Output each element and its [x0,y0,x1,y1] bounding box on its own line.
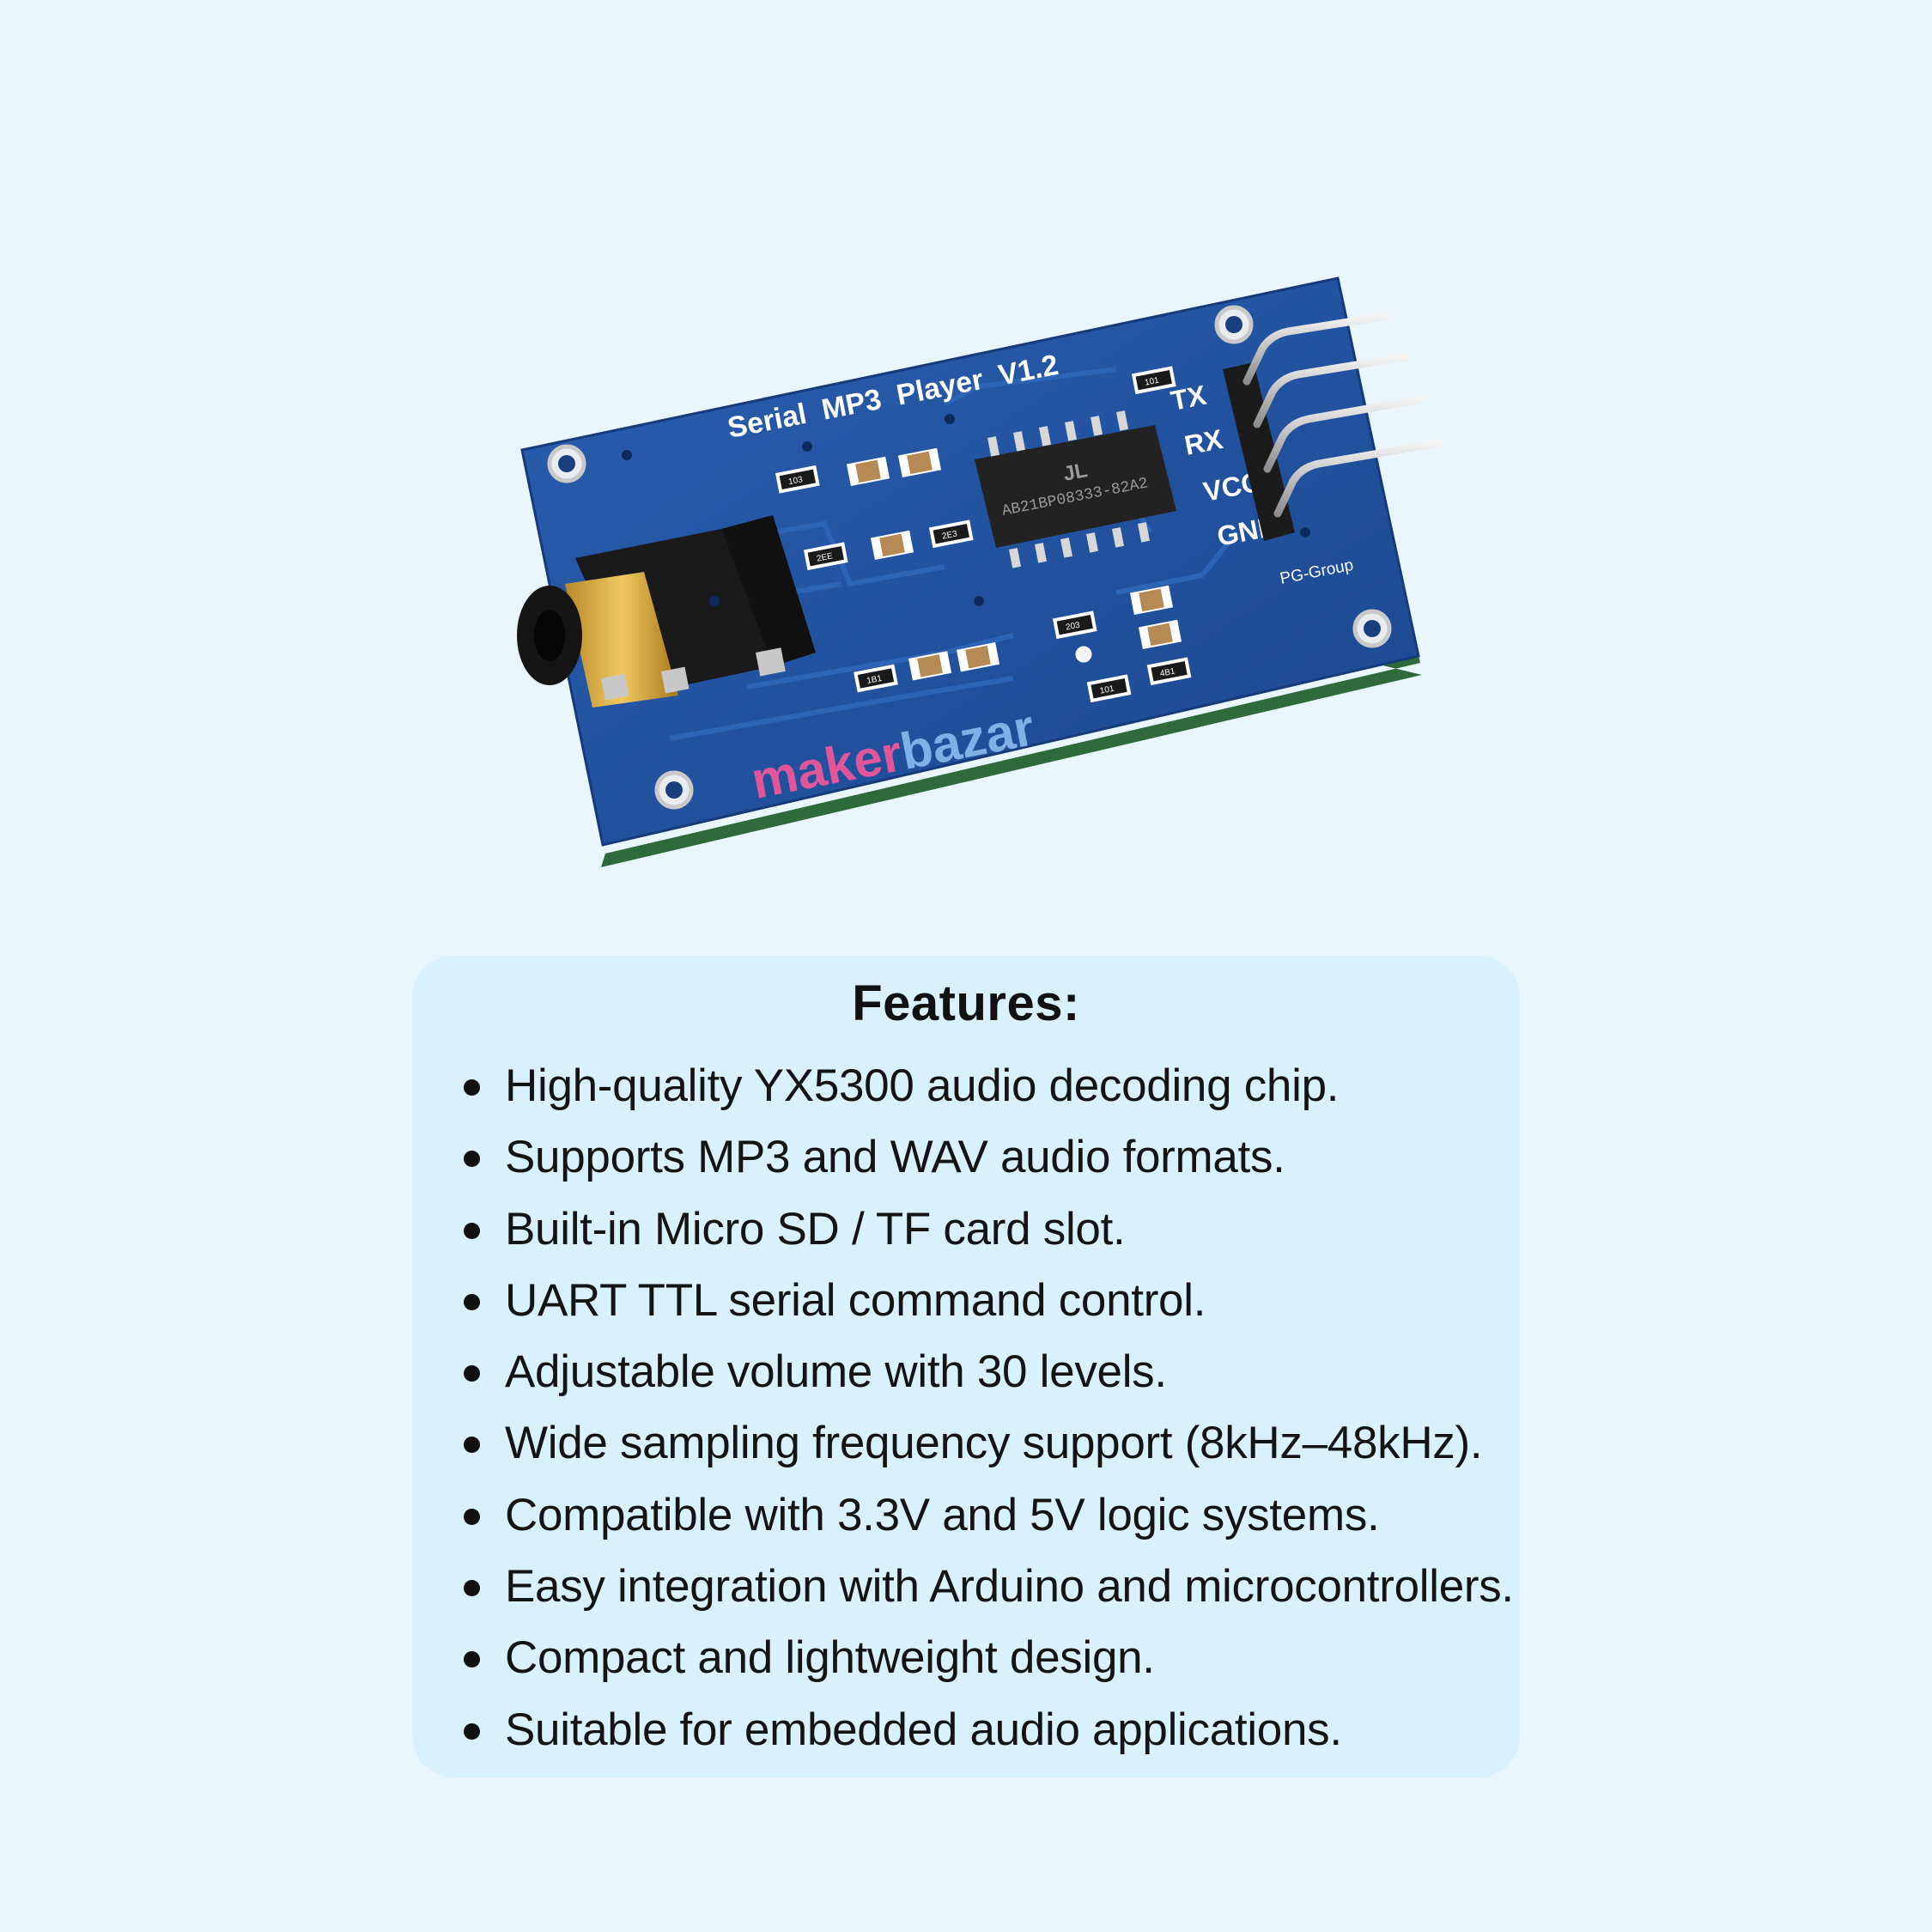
pin-label-rx: RX [1182,423,1225,461]
resistor-code: 101 [1099,684,1115,696]
audio-jack [517,515,816,708]
mounting-holes [547,305,1392,810]
chip-logo: JL [1061,459,1090,486]
bullet-icon [464,1365,480,1382]
mp3-player-module-illustration: Serial MP3 Player V1.2 TX RX VCC GND PG-… [517,276,1443,867]
smd-components: 103 2EE 2E3 101 [775,366,1192,703]
feature-item: Compatible with 3.3V and 5V logic system… [455,1479,1514,1551]
bullet-icon [464,1222,480,1239]
resistor-code: 101 [1144,376,1160,388]
bullet-icon [464,1079,480,1096]
feature-text: Supports MP3 and WAV audio formats. [505,1132,1285,1183]
feature-item: Compact and lightweight design. [455,1622,1514,1693]
feature-item: Wide sampling frequency support (8kHz–48… [455,1407,1514,1479]
feature-item: Suitable for embedded audio applications… [455,1694,1514,1765]
feature-text: UART TTL serial command control. [505,1274,1206,1326]
features-list: High-quality YX5300 audio decoding chip.… [455,1050,1514,1765]
feature-text: Built-in Micro SD / TF card slot. [505,1203,1126,1255]
bullet-icon [464,1437,480,1454]
ic-chip: JL AB21BP08333-82A2 [975,410,1176,568]
bullet-icon [464,1293,480,1310]
feature-text: Suitable for embedded audio applications… [505,1704,1342,1755]
bullet-icon [464,1508,480,1525]
feature-text: Wide sampling frequency support (8kHz–48… [505,1418,1483,1469]
resistor-code: 203 [1065,621,1081,633]
bullet-icon [464,1151,480,1168]
resistor-code: 2E3 [941,529,958,541]
pcb-board [520,276,1420,847]
resistor-code: 2EE [816,551,834,563]
resistor-code: 1B1 [866,674,883,686]
bullet-icon [464,1580,480,1597]
bullet-icon [464,1651,480,1668]
product-image: Serial MP3 Player V1.2 TX RX VCC GND PG-… [464,275,1494,876]
feature-item: High-quality YX5300 audio decoding chip. [455,1050,1514,1121]
resistor-code: 103 [787,475,804,487]
feature-text: High-quality YX5300 audio decoding chip. [505,1060,1340,1111]
features-card: Features: High-quality YX5300 audio deco… [412,956,1520,1777]
feature-text: Compatible with 3.3V and 5V logic system… [505,1489,1380,1540]
resistor-code: 4B1 [1159,666,1176,678]
pcb-vias [622,414,1310,606]
pin-header [1223,312,1443,541]
feature-text: Adjustable volume with 30 levels. [505,1346,1167,1398]
feature-text: Compact and lightweight design. [505,1632,1155,1684]
feature-item: Easy integration with Arduino and microc… [455,1551,1514,1622]
feature-text: Easy integration with Arduino and microc… [505,1561,1514,1613]
bullet-icon [464,1722,480,1740]
feature-item: Supports MP3 and WAV audio formats. [455,1121,1514,1193]
feature-item: Built-in Micro SD / TF card slot. [455,1194,1514,1265]
features-title: Features: [852,975,1080,1031]
feature-item: Adjustable volume with 30 levels. [455,1336,1514,1407]
led [1075,646,1092,663]
feature-item: UART TTL serial command control. [455,1265,1514,1336]
